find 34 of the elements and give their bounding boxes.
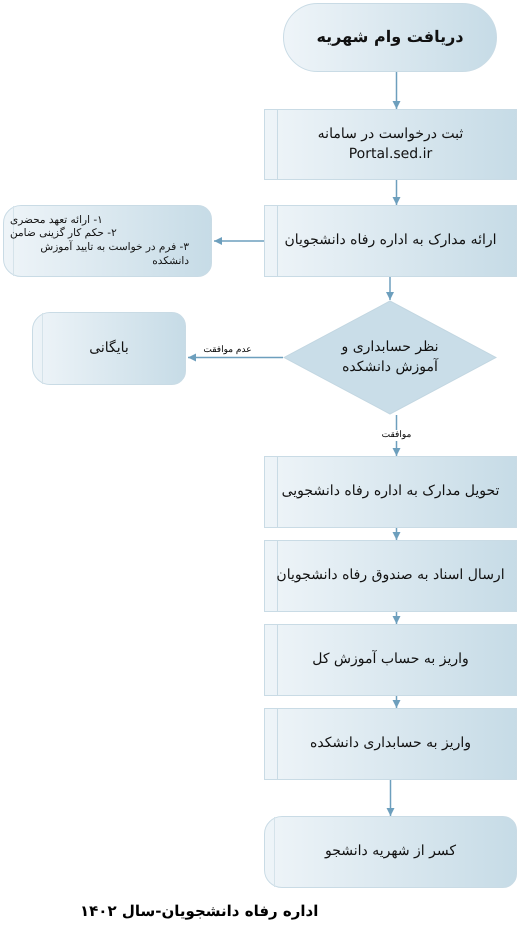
arrow: [392, 72, 400, 109]
node-text: ارائه مدارک به اداره رفاه دانشجویان: [284, 231, 498, 250]
node-text: ۲- حکم کار گزینی ضامن: [9, 227, 118, 240]
arrow: [392, 696, 400, 708]
edge-label: عدم موافقت: [202, 344, 253, 356]
process-box: [264, 109, 517, 180]
arrow: [386, 780, 394, 816]
storage-shape: [3, 205, 212, 277]
process-box: [264, 708, 517, 780]
node-text: بایگانی: [88, 338, 130, 358]
node-text: ۳- فرم در خواست به تایید آموزش دانشکده: [39, 241, 190, 268]
edge-label: موافقت: [380, 430, 412, 441]
node-text: نظر حسابداری و آموزش دانشکده: [340, 338, 440, 376]
node-text: تحویل مدارک به اداره رفاه دانشجویی: [280, 482, 500, 502]
arrow: [386, 277, 394, 300]
storage-shape: [32, 312, 186, 385]
node-text: دریافت وام شهریه: [315, 26, 465, 48]
arrow: [188, 354, 283, 362]
node-text: ارسال اسناد به صندوق رفاه دانشجویان: [275, 566, 506, 586]
node-text: کسر از شهریه دانشجو: [323, 842, 457, 862]
process-box: [264, 456, 517, 528]
arrow: [214, 237, 264, 245]
node-text: واریز به حساب آموزش کل: [311, 650, 470, 670]
arrow: [392, 612, 400, 624]
node-text: ۱- ارائه تعهد محضری: [9, 214, 104, 226]
storage-shape: [264, 816, 517, 888]
process-box: [264, 624, 517, 696]
arrow: [392, 180, 400, 205]
caption: اداره رفاه دانشجویان-سال ۱۴۰۲: [80, 902, 320, 920]
node-text: ثبت درخواست در سامانه Portal.sed.ir: [316, 124, 464, 164]
process-box: [264, 540, 517, 612]
arrow: [392, 528, 400, 540]
process-box: [264, 205, 517, 277]
node-text: واریز به حسابداری دانشکده: [309, 734, 472, 754]
